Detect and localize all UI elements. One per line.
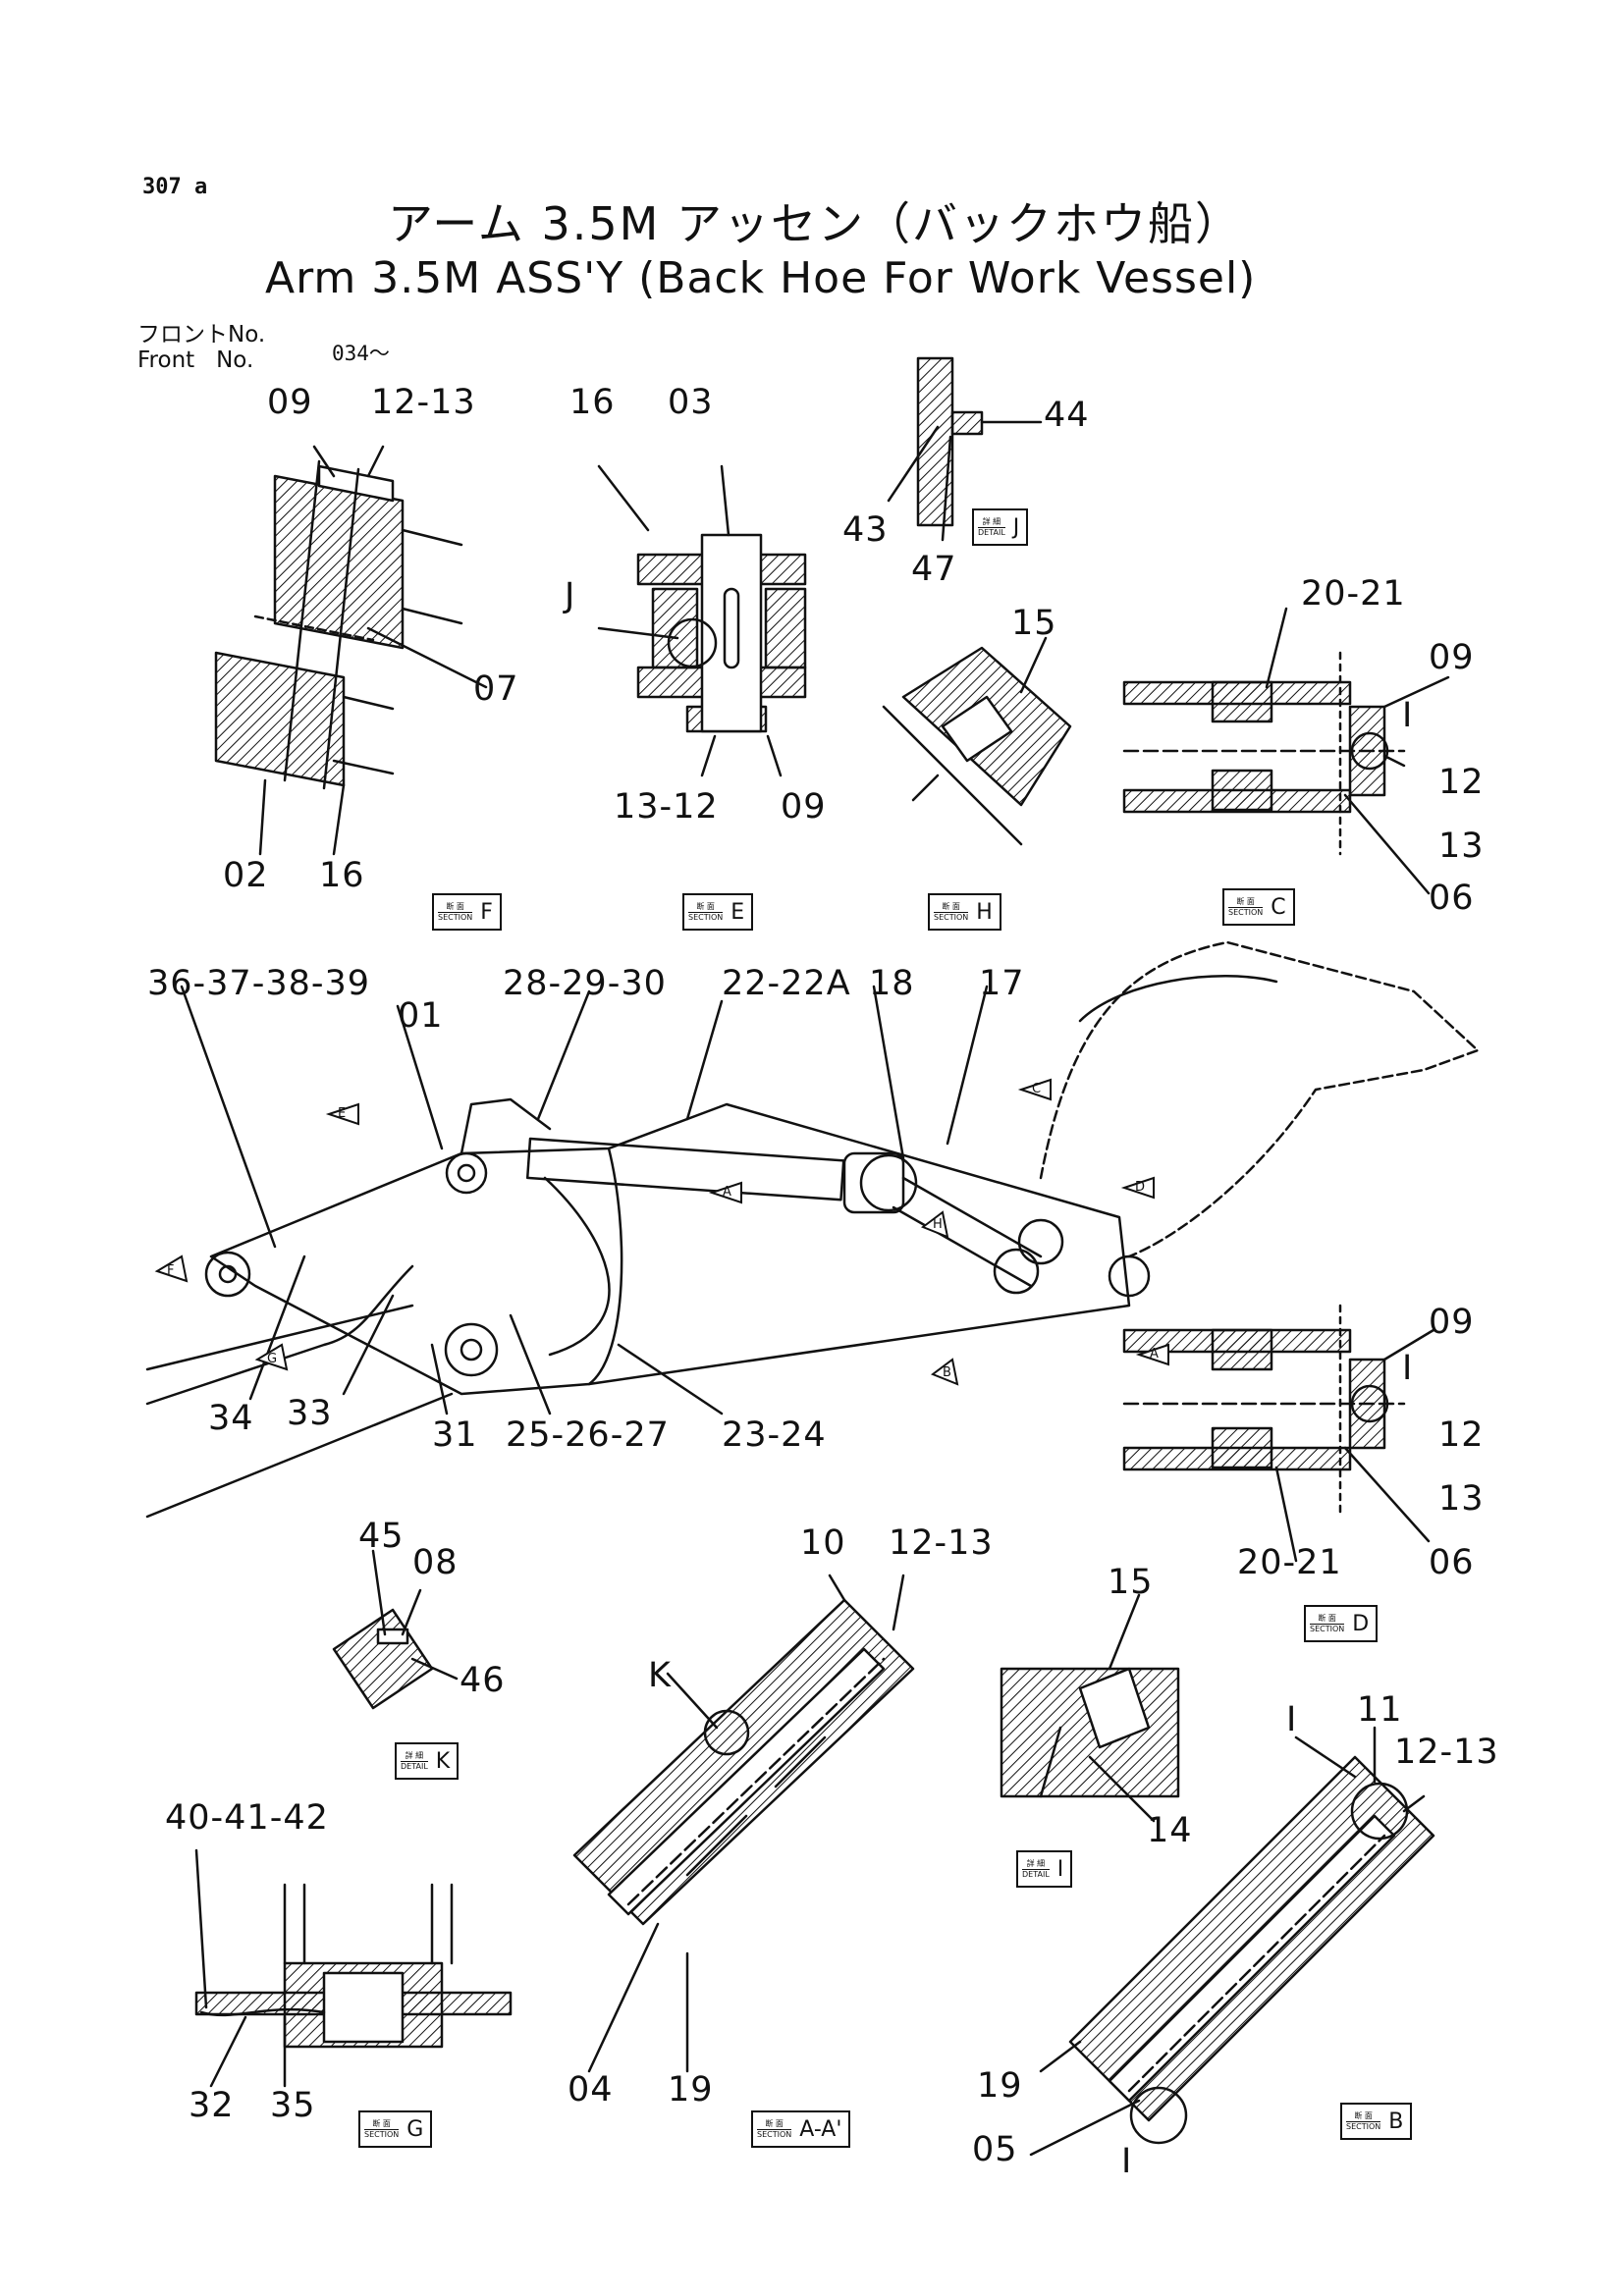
callout-label: 05 bbox=[972, 2130, 1018, 2169]
callout-label: 13 bbox=[1438, 1479, 1485, 1519]
section-g-drawing bbox=[194, 1848, 513, 2088]
callout-label: 09 bbox=[267, 383, 313, 422]
callout-label: 17 bbox=[979, 964, 1025, 1003]
callout-label: I bbox=[1402, 696, 1414, 735]
callout-label: 31 bbox=[432, 1415, 478, 1455]
callout-label: 23-24 bbox=[722, 1415, 827, 1455]
section-b-drawing bbox=[1029, 1726, 1435, 2157]
view-marker: A bbox=[723, 1185, 731, 1200]
callout-label: 15 bbox=[1011, 604, 1057, 643]
callout-label: 20-21 bbox=[1301, 574, 1406, 614]
callout-label: 09 bbox=[1429, 1303, 1475, 1342]
view-marker: C bbox=[1032, 1082, 1042, 1096]
callout-label: 12-13 bbox=[1394, 1733, 1499, 1772]
view-marker: D bbox=[1135, 1180, 1146, 1195]
callout-label: 09 bbox=[1429, 638, 1475, 677]
callout-label: 07 bbox=[473, 669, 519, 709]
callout-label: 16 bbox=[569, 383, 616, 422]
callout-label: 20-21 bbox=[1237, 1543, 1342, 1582]
callout-label: 22-22A bbox=[722, 964, 851, 1003]
callout-label: I bbox=[1402, 1349, 1414, 1388]
front-no-label-english: Front No. bbox=[137, 347, 254, 373]
section-f-drawing bbox=[214, 445, 488, 856]
callout-label: 14 bbox=[1147, 1811, 1193, 1850]
callout-label: 19 bbox=[668, 2070, 714, 2109]
callout-label: 13-12 bbox=[614, 787, 719, 827]
callout-label: 36-37-38-39 bbox=[147, 964, 371, 1003]
section-e-drawing bbox=[597, 464, 807, 777]
callout-label: 13 bbox=[1438, 827, 1485, 866]
callout-label: 45 bbox=[358, 1517, 405, 1556]
detail-j-drawing bbox=[887, 356, 1043, 542]
callout-label: 15 bbox=[1108, 1563, 1154, 1602]
section-c-drawing bbox=[1122, 607, 1450, 895]
callout-label: 10 bbox=[800, 1523, 846, 1563]
section-d-drawing bbox=[1122, 1304, 1435, 1563]
callout-label: 16 bbox=[319, 856, 365, 895]
view-marker: H bbox=[933, 1217, 943, 1232]
callout-label: 35 bbox=[270, 2086, 316, 2125]
callout-label: 04 bbox=[568, 2070, 614, 2109]
callout-label: 43 bbox=[842, 510, 889, 550]
callout-label: 12-13 bbox=[889, 1523, 994, 1563]
callout-label: 12-13 bbox=[371, 383, 476, 422]
callout-label: 01 bbox=[398, 996, 444, 1036]
callout-label: 18 bbox=[869, 964, 915, 1003]
view-marker: F bbox=[167, 1263, 175, 1278]
callout-label: J bbox=[565, 576, 576, 615]
callout-label: 12 bbox=[1438, 763, 1485, 802]
section-aa-drawing bbox=[572, 1574, 915, 2073]
page-title-english: Arm 3.5M ASS'Y (Back Hoe For Work Vessel… bbox=[265, 253, 1257, 303]
section-h-drawing bbox=[882, 636, 1072, 846]
callout-label: 33 bbox=[287, 1394, 333, 1433]
callout-label: I bbox=[1286, 1700, 1298, 1739]
callout-label: 09 bbox=[781, 787, 827, 827]
view-marker: A bbox=[1150, 1347, 1159, 1362]
callout-label: 46 bbox=[460, 1661, 506, 1700]
callout-label: 11 bbox=[1357, 1690, 1403, 1730]
callout-label: K bbox=[648, 1656, 672, 1695]
arm-side-view bbox=[145, 940, 1480, 1519]
view-marker: B bbox=[943, 1365, 951, 1380]
callout-label: 44 bbox=[1044, 396, 1090, 435]
callout-label: 06 bbox=[1429, 879, 1475, 918]
callout-label: 03 bbox=[668, 383, 714, 422]
callout-label: 25-26-27 bbox=[506, 1415, 670, 1455]
view-marker: E bbox=[338, 1106, 347, 1121]
callout-label: 34 bbox=[208, 1399, 254, 1438]
callout-label: 40-41-42 bbox=[165, 1798, 329, 1838]
callout-label: 08 bbox=[412, 1543, 459, 1582]
callout-label: 19 bbox=[977, 2066, 1023, 2106]
detail-k-drawing bbox=[332, 1549, 459, 1710]
detail-i-drawing bbox=[1000, 1593, 1180, 1823]
callout-label: 32 bbox=[189, 2086, 235, 2125]
callout-label: 28-29-30 bbox=[503, 964, 667, 1003]
page-title-japanese: アーム 3.5M アッセン（バックホウ船） bbox=[388, 197, 1242, 250]
front-no-value: 034～ bbox=[332, 342, 390, 365]
front-no-label-japanese: フロントNo. bbox=[137, 322, 266, 347]
page-number: 307 a bbox=[142, 175, 208, 199]
view-marker: G bbox=[267, 1352, 278, 1366]
callout-label: 02 bbox=[223, 856, 269, 895]
front-no-label: フロントNo. Front No. bbox=[137, 322, 265, 373]
callout-label: 06 bbox=[1429, 1543, 1475, 1582]
callout-label: 12 bbox=[1438, 1415, 1485, 1455]
callout-label: I bbox=[1121, 2142, 1133, 2181]
callout-label: 47 bbox=[911, 550, 957, 589]
